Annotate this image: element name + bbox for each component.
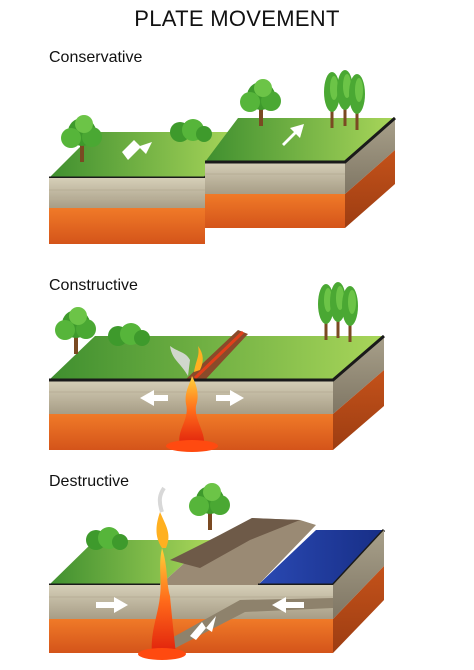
right-plate-mantle [205, 194, 345, 228]
right-plate-crust [205, 162, 345, 194]
arrow-converge-left-icon [96, 597, 128, 613]
bush-icon [86, 527, 128, 550]
arrow-right-plate-icon [282, 124, 304, 146]
bush-icon [170, 119, 212, 142]
bush-icon [108, 323, 150, 346]
left-plate-crust [49, 178, 205, 208]
arrow-diverge-right-icon [216, 390, 244, 406]
tree-icon [189, 483, 230, 530]
left-plate-mantle [49, 208, 205, 244]
label-constructive: Constructive [49, 277, 138, 294]
diagram-title: PLATE MOVEMENT [134, 6, 340, 31]
arrow-diverge-left-icon [140, 390, 168, 406]
arrow-converge-right-icon [272, 597, 304, 613]
flame-icon [156, 512, 169, 548]
label-destructive: Destructive [49, 473, 130, 490]
poplar-icon [342, 286, 358, 342]
flame-icon [194, 346, 203, 372]
ocean-plate-surface [258, 530, 384, 585]
destructive-block [49, 483, 386, 660]
magma-conduit [151, 548, 176, 654]
continental-surface [49, 540, 210, 585]
label-conservative: Conservative [49, 49, 143, 66]
conservative-block [49, 70, 396, 244]
steam-icon [157, 486, 166, 513]
magma-plume [179, 376, 205, 446]
arrow-subduction-icon [190, 616, 216, 640]
steam-icon [170, 346, 190, 376]
right-plate-surface [205, 118, 395, 162]
arrow-left-plate-icon [122, 140, 152, 160]
constructive-block [49, 282, 385, 452]
mountain-icon [160, 518, 316, 585]
